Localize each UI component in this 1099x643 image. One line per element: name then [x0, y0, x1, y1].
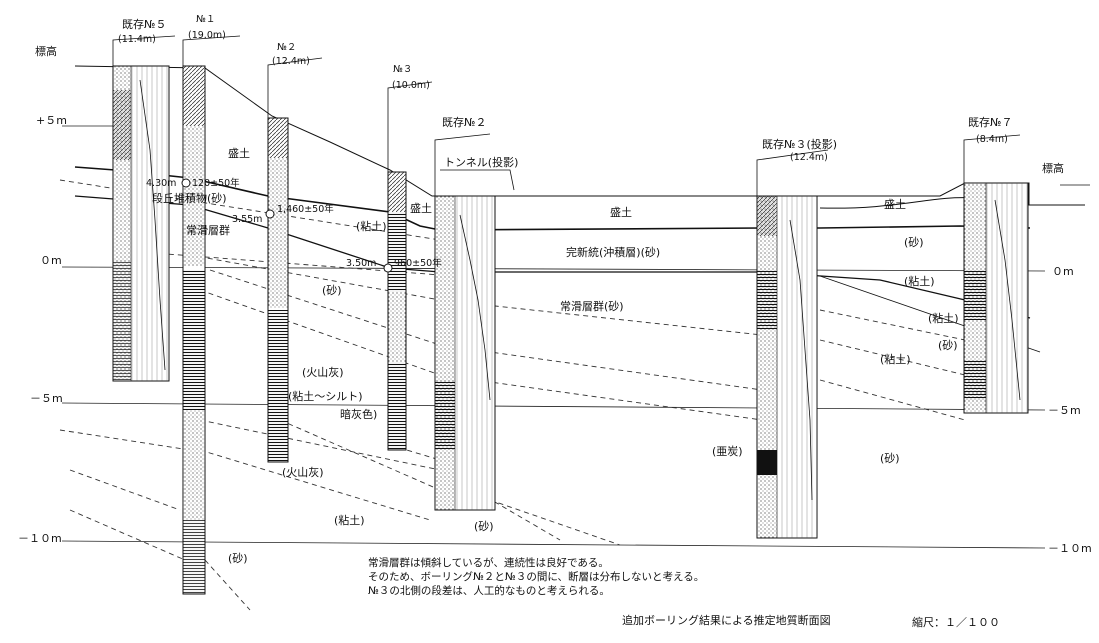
layer-label: (砂) [880, 452, 900, 465]
borehole-depth: (11.4m) [118, 34, 156, 45]
layer-label: 常滑層群(砂) [560, 299, 624, 313]
dating-age: 1,460±50年 [277, 203, 334, 215]
borehole-name: 既存№２ [442, 115, 486, 129]
elevation-label-left: 標高 [35, 44, 57, 58]
dating-markers [181, 178, 393, 273]
layer-label: (粘土) [880, 352, 911, 366]
note-line: №３の北側の段差は、人工的なものと考えられる。 [368, 584, 610, 597]
borehole-ex5 [112, 65, 170, 382]
layer-label: 常滑層群 [186, 223, 230, 237]
borehole-depth: (10.0m) [392, 80, 430, 91]
layer-label: (粘土～シルト) [288, 389, 363, 403]
layer-label: 段丘堆積物(砂) [152, 191, 227, 205]
dating-depth: 3.55m [232, 214, 262, 225]
layer-label: (砂) [322, 284, 342, 297]
borehole-depth: (12.4m) [272, 56, 310, 67]
borehole-ex3 [756, 195, 818, 539]
borehole-ex7 [963, 182, 1029, 414]
layer-label: 暗灰色) [340, 407, 377, 421]
layer-label: (粘土) [334, 513, 365, 527]
layer-label: 完新統(沖積層)(砂) [566, 245, 660, 259]
borehole-depth: (8.4m) [976, 134, 1008, 145]
layer-label: (粘土) [928, 311, 959, 325]
borehole-no1 [182, 65, 206, 595]
dating-age: 960±50年 [394, 257, 442, 269]
borehole-name: №３ [393, 64, 412, 75]
elevation-right-minus10: －１０m [1048, 542, 1092, 555]
elevation-minus5: －５m [30, 392, 63, 405]
borehole-name: 既存№５ [122, 17, 166, 31]
layer-label: 盛土 [410, 201, 432, 215]
layer-label: (火山灰) [302, 365, 344, 379]
layer-label: 盛土 [610, 205, 632, 219]
header-leaders [112, 35, 1090, 196]
dating-age: 120±50年 [192, 177, 240, 189]
borehole-name: 既存№７ [968, 115, 1012, 129]
borehole-no2 [267, 117, 289, 463]
layer-label: (砂) [938, 339, 958, 352]
elevation-minus10: －１０m [18, 532, 62, 545]
tunnel-label: トンネル(投影) [444, 155, 518, 169]
layer-label: (粘土) [904, 274, 935, 288]
elevation-0: ０m [40, 254, 62, 267]
borehole-name: №１ [196, 14, 215, 25]
borehole-depth: (19.0m) [188, 30, 226, 41]
note-line: 常滑層群は傾斜しているが、連続性は良好である。 [368, 556, 609, 569]
note-line: そのため、ボーリング№２と№３の間に、断層は分布しないと考える。 [368, 570, 704, 583]
layer-label: (砂) [904, 236, 924, 249]
elevation-right-0: ０m [1052, 265, 1074, 278]
borehole-depth: (12.4m) [790, 152, 828, 163]
elevation-plus5: +５m [36, 114, 67, 127]
dating-depth: 4.30m [146, 178, 176, 189]
datum-lines [61, 125, 1046, 549]
scale-label: 縮尺：１／１００ [912, 615, 1000, 629]
layer-label: (粘土) [356, 219, 387, 233]
layer-label: 盛土 [884, 197, 906, 211]
borehole-ex2 [434, 195, 496, 511]
layer-label: (火山灰) [282, 465, 324, 479]
layer-label: (亜炭) [712, 445, 743, 458]
borehole-name: 既存№３(投影) [762, 137, 837, 151]
layer-label: (砂) [228, 552, 248, 565]
figure-caption: 追加ボーリング結果による推定地質断面図 [622, 613, 831, 627]
borehole-no3 [387, 171, 407, 451]
dating-depth: 3.50m [346, 258, 376, 269]
borehole-name: №２ [277, 42, 296, 53]
elevation-right-minus5: －５m [1048, 404, 1081, 417]
elevation-label-right: 標高 [1042, 161, 1064, 175]
layer-label: 盛土 [228, 146, 250, 160]
layer-label: (砂) [474, 520, 494, 533]
